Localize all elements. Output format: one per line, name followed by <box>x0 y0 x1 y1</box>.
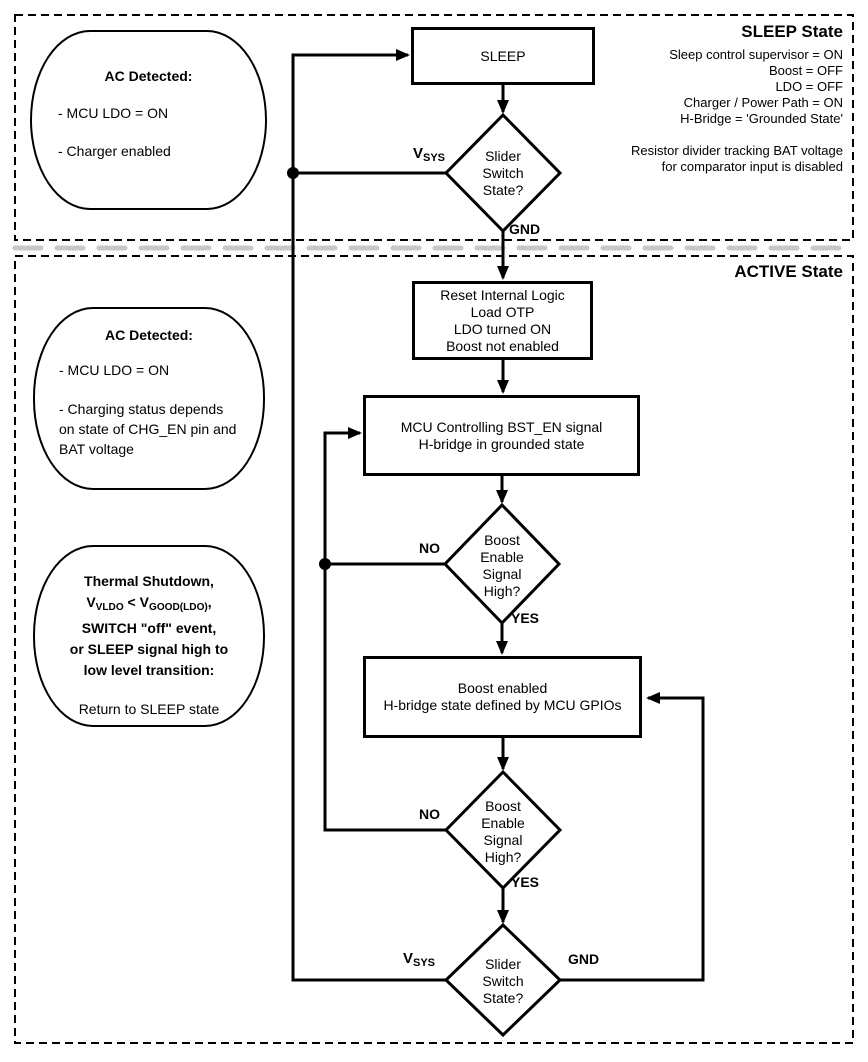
diamond-line: State? <box>482 182 524 198</box>
diamond-line: State? <box>482 990 524 1006</box>
diamond-line: Enable <box>480 549 524 565</box>
node-line: Boost not enabled <box>446 337 559 354</box>
vsys-label-top: VSYS <box>375 145 445 164</box>
flow-edges <box>291 49 705 982</box>
sleep-state-info: Sleep control supervisor = ON Boost = OF… <box>669 47 843 127</box>
boost-enable-check2-label: Boost Enable Signal High? <box>448 798 558 866</box>
node-line: H-bridge in grounded state <box>418 435 585 452</box>
diamond-line: Boost <box>484 532 520 548</box>
diamond-line: Slider <box>485 956 521 972</box>
edge-vsys-return <box>291 49 446 982</box>
v-symbol: V <box>86 594 96 610</box>
edge-no-loop <box>323 427 446 832</box>
v-symbol: V <box>139 594 149 610</box>
thermal-line: or SLEEP signal high to <box>69 641 229 658</box>
v-subscript: GOOD(LDO) <box>148 602 208 614</box>
sleep-section-border <box>14 14 854 241</box>
sleep-state-box: SLEEP <box>411 27 595 85</box>
sleep-note-line: for comparator input is disabled <box>661 159 843 174</box>
diamond-line: Switch <box>482 165 524 181</box>
junction-dot-noloop <box>319 558 331 570</box>
node-label: SLEEP <box>480 47 526 64</box>
slider-switch-top-diamond <box>443 112 563 234</box>
thermal-line: Thermal Shutdown, <box>84 573 214 589</box>
junction-dot-top <box>287 167 299 179</box>
sleep-info-line: LDO = OFF <box>775 79 843 94</box>
slider-switch-bottom-label: Slider Switch State? <box>448 956 558 1007</box>
callout-line: - Charger enabled <box>58 143 171 159</box>
v-subscript: SYS <box>412 957 435 969</box>
callout-title: AC Detected: <box>105 327 193 343</box>
callout-line: - MCU LDO = ON <box>58 105 169 121</box>
active-section-border <box>14 255 854 1044</box>
boost-enable-check1-diamond <box>442 502 562 626</box>
node-line: H-bridge state defined by MCU GPIOs <box>383 697 622 713</box>
node-line: LDO turned ON <box>453 320 552 337</box>
callout-line: - Charging status depends on state of CH… <box>59 401 237 457</box>
diamond-line: Switch <box>482 973 524 989</box>
diamond-line: Boost <box>485 798 521 814</box>
diamond-line: High? <box>484 849 522 865</box>
node-line: Boost enabled <box>457 680 548 696</box>
sleep-note-line: Resistor divider tracking BAT voltage <box>631 143 843 158</box>
edge-gnd-loop <box>560 692 705 982</box>
callout-ac-detected-active: AC Detected: - MCU LDO = ON - Charging s… <box>33 307 265 490</box>
gnd-label-top: GND <box>509 221 541 237</box>
reset-internal-logic-box: Reset Internal Logic Load OTP LDO turned… <box>412 281 593 360</box>
v-symbol: V <box>412 145 423 162</box>
comparison-operator: < <box>123 594 140 610</box>
diamond-line: High? <box>483 583 521 599</box>
diamond-line: Signal <box>482 566 522 582</box>
v-subscript: VLDO <box>95 602 124 614</box>
yes-label-check2: YES <box>511 874 540 890</box>
sleep-section-title: SLEEP State <box>741 22 843 41</box>
boost-enabled-box: Boost enabled H-bridge state defined by … <box>363 656 642 738</box>
sleep-info-line: Boost = OFF <box>768 63 843 78</box>
diamond-line: Slider <box>485 148 521 164</box>
slider-switch-top-label: Slider Switch State? <box>448 148 558 199</box>
thermal-vline: VVLDO < VGOOD(LDO), <box>47 592 251 618</box>
node-line: MCU Controlling BST_EN signal <box>400 418 603 435</box>
thermal-line: low level transition: <box>83 662 215 679</box>
sleep-info-line: Charger / Power Path = ON <box>683 95 843 110</box>
mcu-controlling-box: MCU Controlling BST_EN signal H-bridge i… <box>363 395 640 476</box>
callout-ac-detected-sleep: AC Detected: - MCU LDO = ON - Charger en… <box>30 30 267 210</box>
no-label-check1: NO <box>419 540 440 556</box>
thermal-line: SWITCH "off" event, <box>81 620 217 637</box>
yes-label-check1: YES <box>511 610 540 626</box>
gnd-label-bottom: GND <box>568 951 600 967</box>
active-section-title: ACTIVE State <box>734 262 843 281</box>
boost-enable-check1-label: Boost Enable Signal High? <box>447 532 557 600</box>
node-line: Reset Internal Logic <box>440 286 565 303</box>
no-label-check2: NO <box>419 806 440 822</box>
sleep-state-note: Resistor divider tracking BAT voltage fo… <box>631 143 843 175</box>
boost-enable-check2-diamond <box>443 769 563 891</box>
diamond-line: Signal <box>483 832 523 848</box>
v-subscript: SYS <box>422 152 445 164</box>
node-line: Load OTP <box>470 303 535 320</box>
sleep-info-line: Sleep control supervisor = ON <box>669 47 843 62</box>
callout-line: - MCU LDO = ON <box>59 362 170 378</box>
v-symbol: V <box>402 950 413 967</box>
thermal-footer: Return to SLEEP state <box>78 701 220 718</box>
callout-thermal-shutdown: Thermal Shutdown, VVLDO < VGOOD(LDO), SW… <box>33 545 265 727</box>
sleep-info-line: H-Bridge = 'Grounded State' <box>680 111 843 126</box>
callout-title: AC Detected: <box>104 68 193 84</box>
vsys-label-bottom: VSYS <box>365 950 435 969</box>
diamond-line: Enable <box>481 815 525 831</box>
comma: , <box>207 594 212 610</box>
slider-switch-bottom-diamond <box>443 922 563 1038</box>
